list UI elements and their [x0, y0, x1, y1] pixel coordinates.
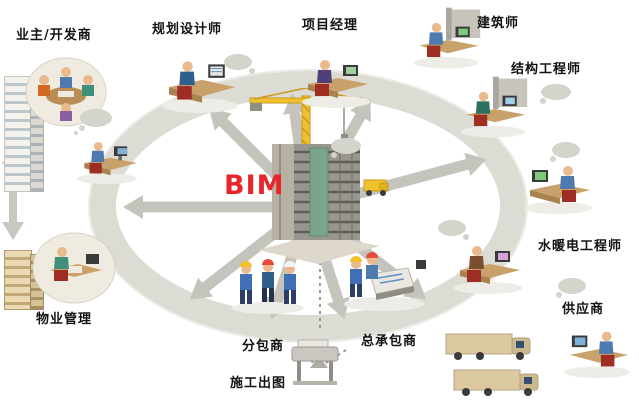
label-supplier: 供应商 — [562, 302, 605, 317]
truck-icon — [445, 333, 531, 360]
flow-arrow-downleft — [189, 224, 284, 300]
engineer-at-desk-illustration — [524, 166, 592, 214]
supplier-trucks-scene — [440, 328, 558, 404]
subcontractor-scene — [228, 256, 308, 314]
flow-arrow-upleft — [209, 108, 288, 187]
worker-icon — [262, 259, 274, 302]
label-construction-drawing: 施工出图 — [230, 376, 287, 391]
general-contractor-scene — [340, 248, 428, 312]
worker-icon — [240, 261, 252, 304]
left-desk-scene — [72, 132, 142, 187]
supplier-trucks-illustration — [445, 333, 539, 396]
structural-engineer-scene — [455, 76, 531, 140]
property-management-illustration — [32, 232, 116, 304]
delivery-truck-icon — [363, 179, 389, 196]
label-architect: 建筑师 — [477, 16, 520, 31]
planning-designer-scene — [158, 52, 242, 114]
worker-icon — [366, 252, 378, 279]
plotter-illustration — [291, 339, 339, 385]
mep-engineer-illustration — [454, 246, 522, 294]
general-contractor-illustration — [344, 252, 426, 311]
bim-center-label: BIM — [224, 170, 285, 201]
label-structural-engineer: 结构工程师 — [511, 62, 582, 77]
label-general-contractor: 总承包商 — [361, 334, 418, 349]
label-project-manager: 项目经理 — [302, 18, 359, 33]
planning-designer-illustration — [162, 61, 238, 113]
truck-icon — [453, 369, 539, 396]
building-under-construction-icon — [258, 144, 380, 264]
right-desk-scene — [518, 156, 598, 216]
construction-site-illustration — [249, 88, 389, 264]
supplier-desk-scene — [558, 322, 636, 380]
property-management-scene — [28, 226, 116, 306]
subcontractor-illustration — [232, 259, 304, 314]
project-manager-illustration — [302, 60, 370, 108]
owner-developer-illustration — [25, 57, 107, 127]
label-property-management: 物业管理 — [36, 312, 93, 327]
label-subcontractor: 分包商 — [242, 339, 285, 354]
worker-icon — [284, 261, 296, 304]
mep-engineer-scene — [448, 236, 528, 296]
worker-icon — [350, 256, 362, 297]
project-manager-scene — [296, 50, 376, 110]
connector-arrowhead — [310, 356, 328, 368]
label-mep-engineer: 水暖电工程师 — [538, 239, 623, 254]
person-at-desk-illustration — [77, 142, 137, 184]
label-planning-designer: 规划设计师 — [152, 22, 223, 37]
construction-drawing-scene — [284, 336, 346, 390]
architect-scene — [408, 6, 484, 72]
flow-arrow-left — [123, 195, 273, 219]
owner-developer-scene — [24, 52, 108, 130]
construction-site — [240, 88, 395, 268]
supplier-illustration — [564, 331, 630, 379]
structural-engineer-illustration — [460, 76, 528, 138]
architect-illustration — [413, 7, 481, 69]
label-owner-developer: 业主/开发商 — [16, 28, 92, 43]
